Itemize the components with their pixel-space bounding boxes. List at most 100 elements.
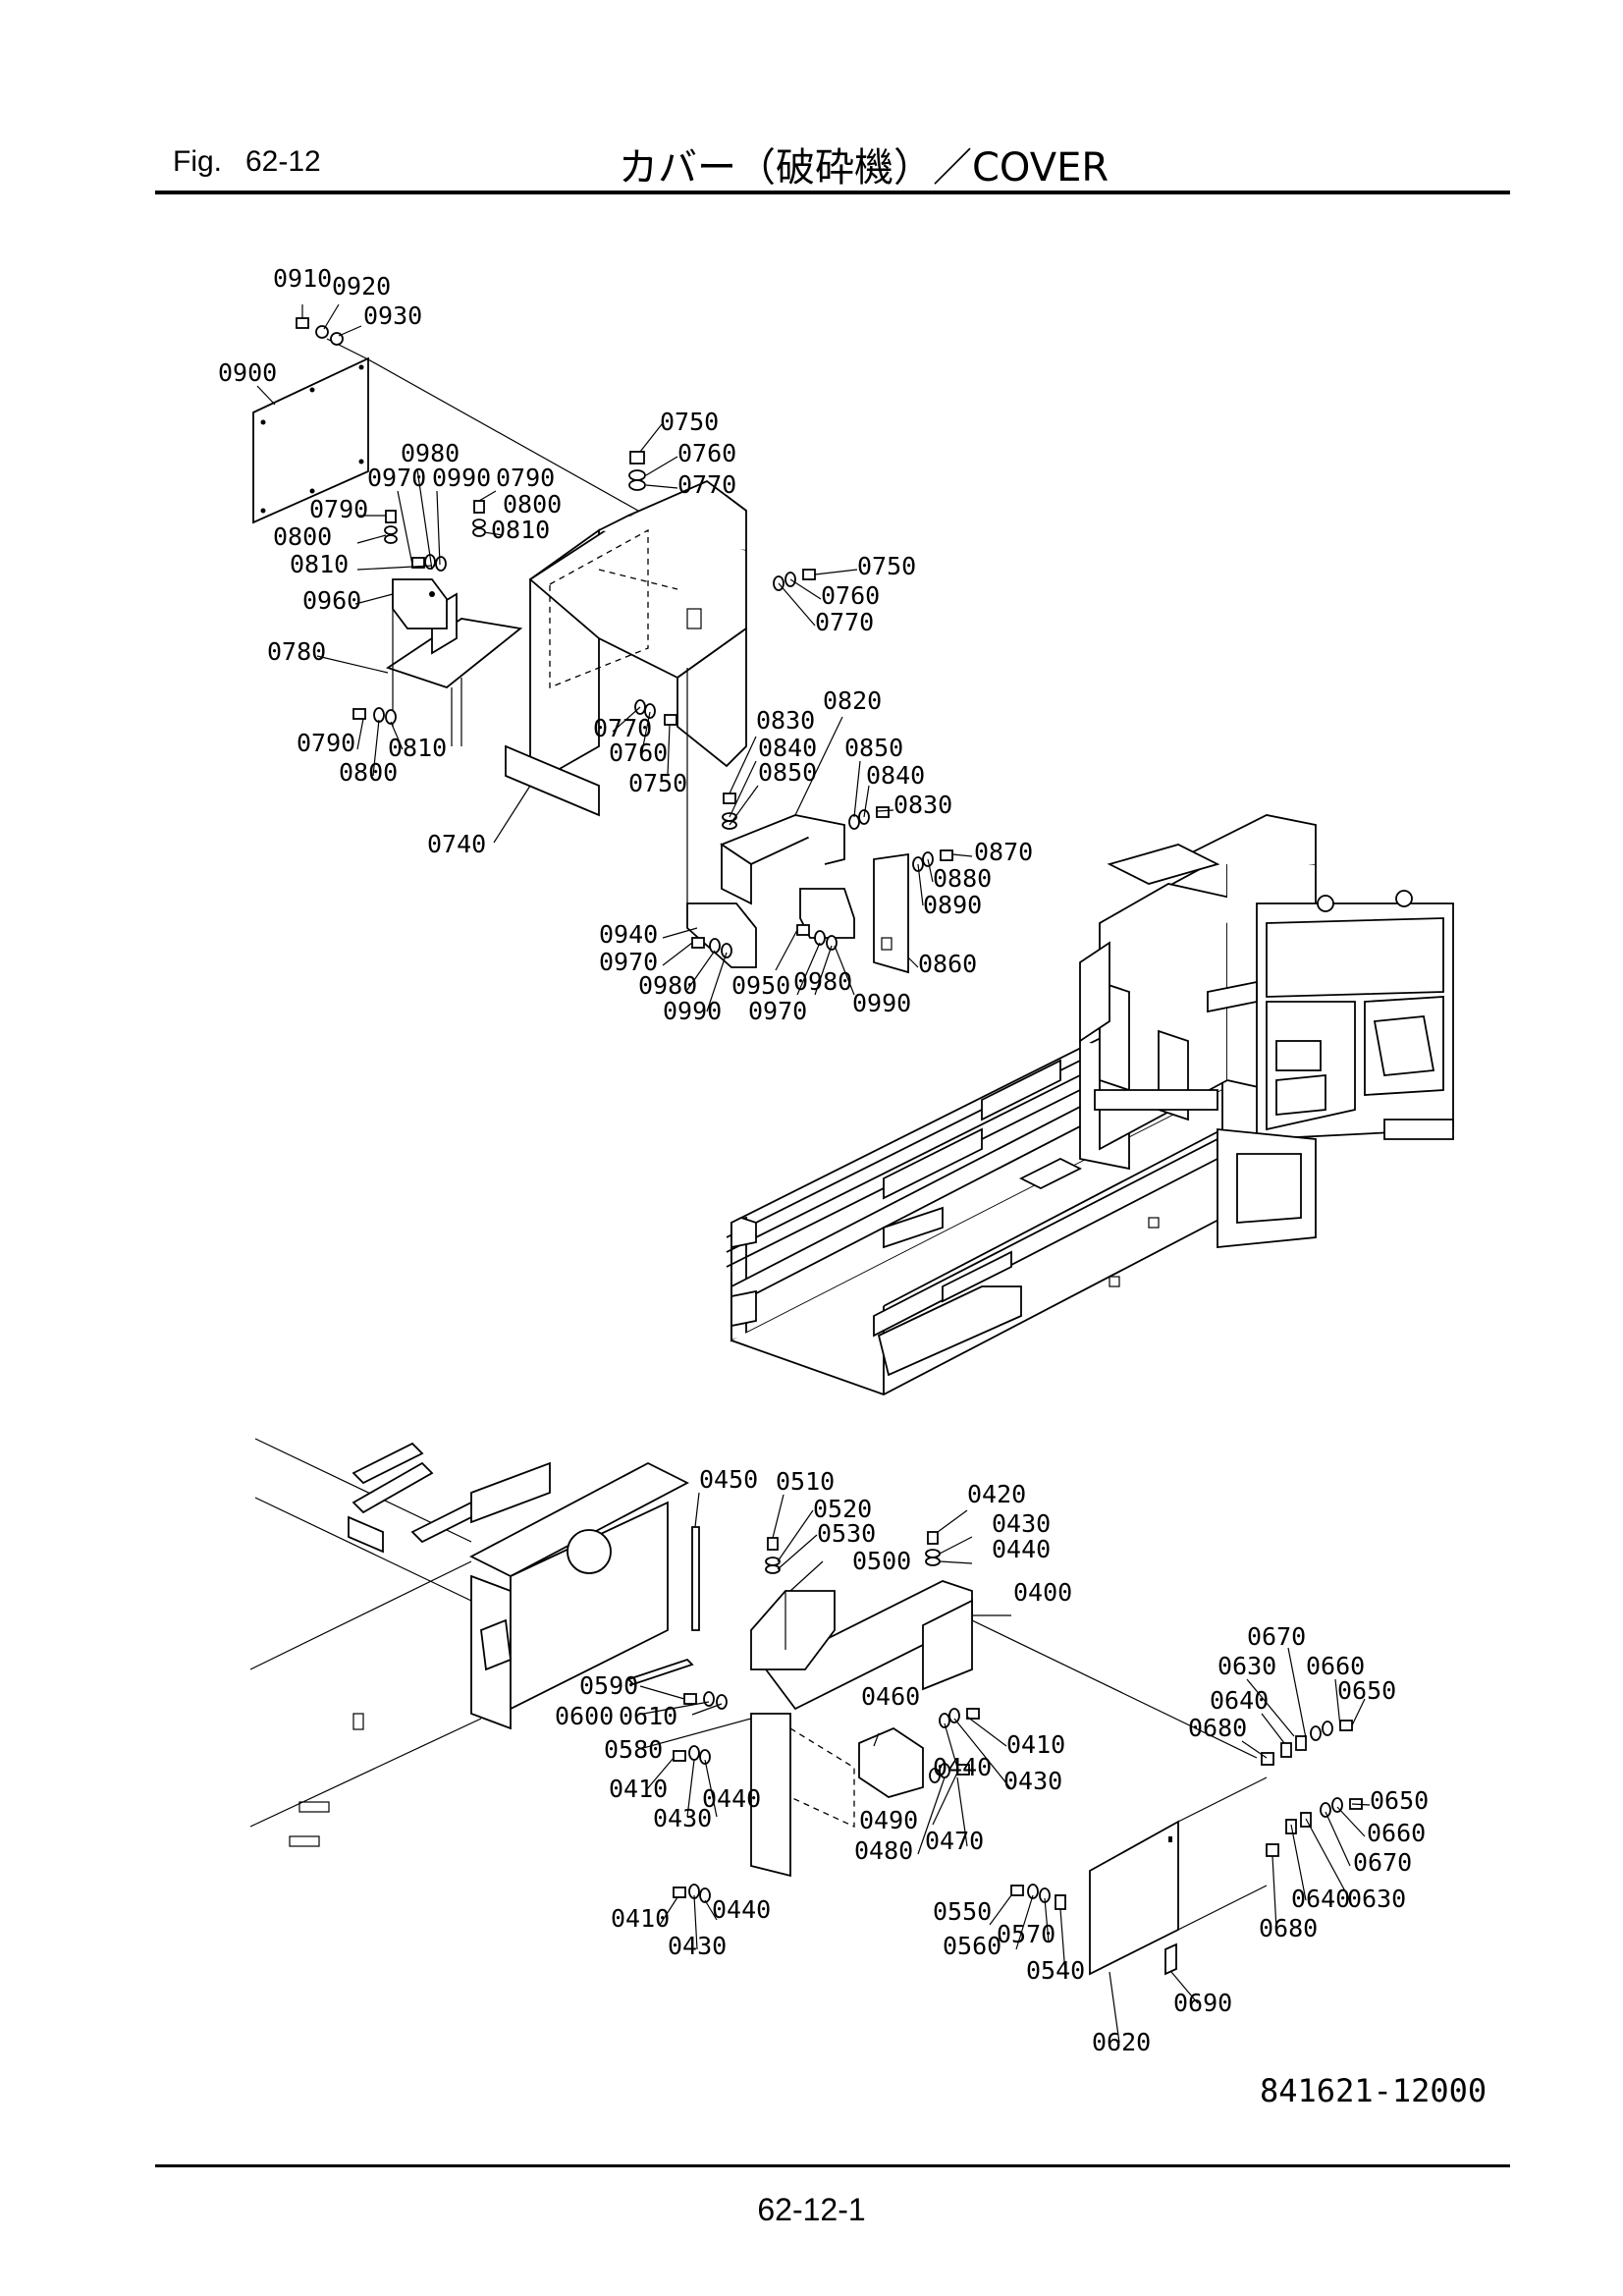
callout-0590: 0590: [579, 1671, 638, 1700]
callout-0790: 0790: [496, 464, 555, 492]
callout-0790: 0790: [297, 729, 355, 757]
strip-0450: [626, 1526, 700, 1686]
callout-0750: 0750: [857, 552, 916, 580]
callout-0410: 0410: [609, 1775, 668, 1803]
figure-label: Fig.: [173, 145, 223, 178]
callout-0970: 0970: [748, 997, 807, 1025]
callout-0810: 0810: [388, 734, 447, 762]
bracket-0940: [686, 902, 757, 968]
callout-0760: 0760: [609, 738, 668, 767]
callout-0480: 0480: [854, 1836, 913, 1865]
callout-0670: 0670: [1247, 1622, 1306, 1651]
callout-0440: 0440: [712, 1895, 771, 1924]
callout-0990: 0990: [663, 997, 722, 1025]
callout-0430: 0430: [992, 1509, 1051, 1538]
latch-0690: [1164, 1942, 1177, 1976]
callout-0970: 0970: [367, 464, 426, 492]
cover-0500: [750, 1590, 836, 1670]
callout-0830: 0830: [756, 706, 815, 735]
plate-0580: [750, 1713, 855, 1878]
callout-0940: 0940: [599, 920, 658, 949]
callout-0490: 0490: [859, 1806, 918, 1834]
callout-0800: 0800: [273, 522, 332, 551]
callout-0810: 0810: [491, 516, 550, 544]
callout-0850: 0850: [844, 734, 903, 762]
callout-0820: 0820: [823, 686, 882, 715]
callout-0420: 0420: [967, 1480, 1026, 1508]
callout-0610: 0610: [619, 1702, 677, 1730]
callout-0860: 0860: [918, 950, 977, 978]
callout-0630: 0630: [1217, 1652, 1276, 1680]
callout-0630: 0630: [1347, 1885, 1406, 1913]
callout-0560: 0560: [943, 1932, 1001, 1960]
callout-0830: 0830: [893, 791, 952, 819]
callout-0570: 0570: [997, 1920, 1055, 1948]
callout-0750: 0750: [628, 769, 687, 797]
callout-0410: 0410: [611, 1904, 670, 1933]
callout-0990: 0990: [432, 464, 491, 492]
callout-0740: 0740: [427, 830, 486, 858]
callout-0760: 0760: [821, 581, 880, 610]
callout-0780: 0780: [267, 637, 326, 666]
lower-frame-assembly: [249, 1438, 689, 1847]
plate-0860: [873, 852, 909, 974]
callout-0900: 0900: [218, 358, 277, 387]
callout-0600: 0600: [555, 1702, 614, 1730]
callout-0660: 0660: [1367, 1819, 1426, 1847]
callout-0990: 0990: [852, 989, 911, 1017]
callout-0970: 0970: [599, 948, 658, 976]
upper-cover-0740: [505, 479, 747, 817]
callout-0640: 0640: [1291, 1885, 1350, 1913]
callout-0790: 0790: [309, 495, 368, 523]
callout-0850: 0850: [758, 758, 817, 787]
callout-0520: 0520: [813, 1495, 872, 1523]
callout-0750: 0750: [660, 408, 719, 436]
callout-0550: 0550: [933, 1897, 992, 1926]
callout-0430: 0430: [668, 1932, 727, 1960]
callout-0650: 0650: [1337, 1676, 1396, 1705]
callout-0660: 0660: [1306, 1652, 1365, 1680]
callout-0640: 0640: [1210, 1686, 1269, 1715]
callout-0770: 0770: [815, 608, 874, 636]
cover-plate-0900: [252, 356, 369, 524]
callout-0540: 0540: [1026, 1956, 1085, 1985]
callout-0770: 0770: [677, 470, 736, 499]
bracket-0820: [720, 814, 845, 905]
callout-0680: 0680: [1188, 1714, 1247, 1742]
callout-0440: 0440: [702, 1784, 761, 1813]
callout-0680: 0680: [1259, 1914, 1318, 1942]
callout-0870: 0870: [974, 838, 1033, 866]
callout-0950: 0950: [731, 971, 790, 1000]
callout-0840: 0840: [758, 734, 817, 762]
callout-0770: 0770: [593, 714, 652, 742]
plate-0400: [764, 1580, 1258, 1759]
footer-divider: [155, 2164, 1510, 2167]
page-title: カバー（破砕機）／COVER: [619, 145, 1109, 191]
page-number: 62-12-1: [757, 2192, 866, 2227]
fastener-group-upper: [296, 317, 953, 958]
header-divider: [155, 191, 1510, 194]
callout-0430: 0430: [1003, 1767, 1062, 1795]
callout-0980: 0980: [401, 439, 460, 467]
callout-0500: 0500: [852, 1547, 911, 1575]
callout-0410: 0410: [1006, 1730, 1065, 1759]
bracket-0460: [858, 1726, 924, 1798]
callout-0760: 0760: [677, 439, 736, 467]
bracket-0950: [799, 888, 855, 939]
callout-0880: 0880: [933, 864, 992, 893]
callout-0470: 0470: [925, 1827, 984, 1855]
callout-0960: 0960: [302, 586, 361, 615]
callout-0440: 0440: [933, 1753, 992, 1781]
callout-labels: 0910 0920 0930 0900 0980 0970 0990 0790 …: [218, 264, 1487, 2109]
callout-0930: 0930: [363, 301, 422, 330]
callout-0510: 0510: [776, 1467, 835, 1496]
callout-0450: 0450: [699, 1465, 758, 1494]
callout-0620: 0620: [1092, 2028, 1151, 2056]
callout-0980: 0980: [638, 971, 697, 1000]
callout-0840: 0840: [866, 761, 925, 790]
callout-0650: 0650: [1370, 1786, 1429, 1815]
callout-0920: 0920: [332, 272, 391, 301]
callout-0910: 0910: [273, 264, 332, 293]
callout-0440: 0440: [992, 1535, 1051, 1563]
callout-0980: 0980: [793, 967, 852, 996]
